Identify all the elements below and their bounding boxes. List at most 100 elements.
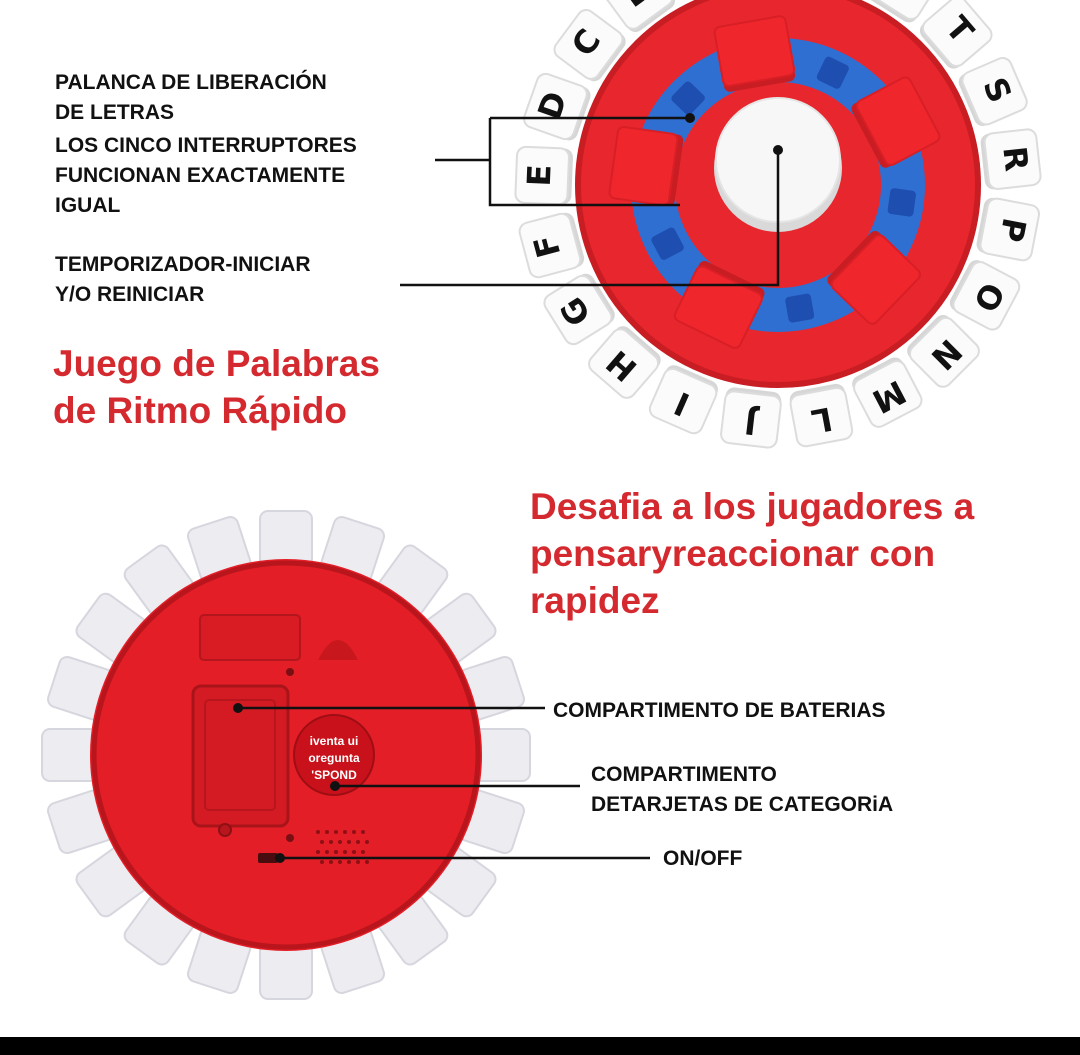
mode-switch[interactable] [670, 80, 707, 117]
letter-tile-label: R [995, 145, 1035, 174]
release-lever-face [855, 76, 941, 166]
release-lever[interactable] [713, 15, 796, 92]
leader-dot [275, 853, 285, 863]
on-off-switch[interactable] [258, 853, 278, 863]
battery-compartment-inner [204, 699, 276, 811]
label-line: Y/O REINICIAR [55, 283, 205, 306]
letter-tile[interactable]: B [600, 0, 678, 36]
letter-tile[interactable]: P [975, 196, 1041, 262]
letter-tile-face [921, 0, 993, 67]
grille-dot [338, 840, 342, 844]
letter-tile[interactable]: C [551, 6, 629, 84]
letter-tile-face [908, 316, 980, 388]
letter-tile[interactable]: S [956, 55, 1030, 129]
letter-tile-face [523, 72, 588, 141]
letter-tile-label: J [742, 403, 760, 442]
grille-dot [352, 830, 356, 834]
release-lever-face [673, 265, 763, 349]
battery-compartment-cover[interactable] [191, 684, 290, 828]
letter-tile[interactable]: R [980, 128, 1042, 190]
label-line: DETARJETAS DE CATEGORiA [591, 793, 894, 816]
label-line: TEMPORIZADOR-INICIAR [55, 253, 311, 276]
grille-dot [316, 830, 320, 834]
label-line: COMPARTIMENTO DE BATERIAS [553, 699, 886, 722]
tagline: Desafia a los jugadores a pensaryreaccio… [530, 483, 974, 624]
leader-switches-bracket [488, 118, 680, 207]
grille-dot [329, 860, 333, 864]
mode-switch[interactable] [887, 188, 916, 217]
letter-tile-face [979, 197, 1041, 262]
letter-tile[interactable]: L [788, 382, 854, 448]
grille-dot [320, 840, 324, 844]
letter-tile[interactable]: N [903, 311, 982, 390]
leader-dot [685, 113, 695, 123]
label-battery-compartment: COMPARTIMENTO DE BATERIAS [553, 696, 886, 726]
bottom-bar [0, 1037, 1080, 1055]
mode-switch[interactable] [815, 55, 850, 90]
letter-tile[interactable]: J [720, 386, 782, 449]
grille-dot [361, 850, 365, 854]
letter-tiles-ring: AVUTSRPONMLJIHGFEDCB [514, 0, 1042, 449]
grille-dot [356, 860, 360, 864]
letter-tile-label: U [885, 0, 927, 6]
release-lever[interactable] [825, 229, 922, 327]
title-line: Juego de Palabras [53, 343, 380, 384]
grille-dot [356, 840, 360, 844]
grille-dot [338, 860, 342, 864]
sticker-line-2: oregunta [308, 751, 360, 765]
letter-tile[interactable]: E [514, 145, 573, 206]
letter-tile[interactable]: U [864, 0, 941, 26]
letter-tile[interactable]: I [647, 362, 721, 436]
grille-dot [352, 850, 356, 854]
letter-tile[interactable]: G [541, 270, 618, 347]
label-line: IGUAL [55, 194, 121, 217]
letter-tile-face [789, 386, 854, 448]
mode-switch[interactable] [650, 226, 685, 261]
letter-release-levers [608, 15, 941, 350]
tagline-line: pensaryreaccionar con [530, 533, 936, 574]
grille-dot [334, 850, 338, 854]
grille-dot [365, 860, 369, 864]
letter-tile-face [983, 128, 1042, 190]
card-compartment-sticker[interactable] [293, 714, 375, 796]
label-line: COMPARTIMENTO [591, 763, 777, 786]
grille-dot [347, 860, 351, 864]
letter-tile-face [602, 0, 674, 30]
label-five-switches: LOS CINCO INTERRUPTORES FUNCIONAN EXACTA… [55, 131, 357, 221]
label-line: DE LETRAS [55, 101, 175, 124]
letter-tile[interactable]: H [585, 323, 664, 402]
grille-dot [320, 860, 324, 864]
label-line: LOS CINCO INTERRUPTORES [55, 134, 357, 157]
mode-switch[interactable] [785, 293, 815, 323]
speaker-grille [316, 830, 369, 864]
clip-bump [318, 640, 358, 660]
label-line: FUNCIONAN EXACTAMENTE [55, 164, 346, 187]
letter-tile-face [868, 0, 940, 21]
grille-dot [334, 830, 338, 834]
leader-dot [330, 781, 340, 791]
letter-tile[interactable]: D [522, 71, 593, 142]
letter-tile[interactable]: F [518, 211, 587, 280]
page-title: Juego de Palabras de Ritmo Rápido [53, 340, 380, 434]
grille-dot [329, 840, 333, 844]
letter-tile-face [514, 145, 570, 206]
release-lever[interactable] [673, 259, 767, 350]
tagline-line: rapidez [530, 580, 660, 621]
grille-dot [365, 840, 369, 844]
label-on-off: ON/OFF [663, 844, 742, 874]
release-lever[interactable] [849, 75, 941, 170]
letter-tile[interactable]: O [947, 257, 1023, 333]
release-lever[interactable] [608, 126, 684, 207]
release-lever-face [608, 126, 679, 207]
leader-dot [233, 703, 243, 713]
letter-tile-face [648, 367, 718, 435]
release-lever-face [830, 234, 921, 325]
grille-dot [316, 850, 320, 854]
five-switches [650, 55, 916, 323]
letter-tile[interactable]: M [849, 354, 925, 430]
letter-tile[interactable]: T [916, 0, 995, 72]
tagline-line: Desafia a los jugadores a [530, 486, 975, 527]
